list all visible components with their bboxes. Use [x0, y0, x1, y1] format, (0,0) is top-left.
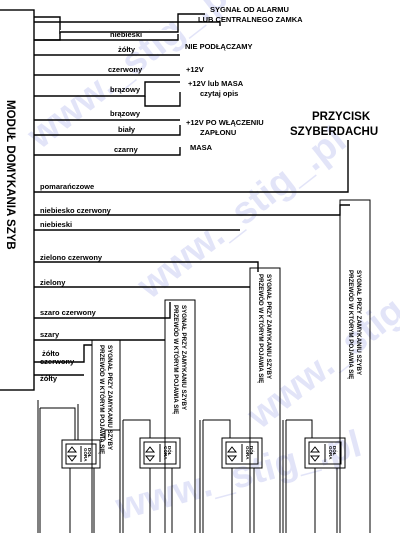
sunroof-button-label: PRZYCISK SZYBERDACHU — [290, 111, 378, 138]
svg-text:GÓRA: GÓRA — [245, 446, 252, 460]
switch-channel-1: PRZEWÓD W KTÓRYM POJAWIA SIĘ SYGNAŁ PRZY… — [37, 339, 121, 533]
svg-text:SYGNAŁ PRZY ZAMYKANIU SZYBY: SYGNAŁ PRZY ZAMYKANIU SZYBY — [106, 345, 113, 451]
wire-label-brazowy-1: brązowy — [110, 85, 141, 94]
window-switch-4 — [304, 437, 346, 469]
switch-channel-3: PRZEWÓD W KTÓRYM POJAWIA SIĘ SYGNAŁ PRZY… — [199, 267, 281, 533]
note-plus12: +12V — [186, 65, 204, 74]
svg-text:PRZEWÓD W KTÓRYM POJAWIA SIĘ: PRZEWÓD W KTÓRYM POJAWIA SIĘ — [347, 270, 355, 379]
switch-channel-4: PRZEWÓD W KTÓRYM POJAWIA SIĘ SYGNAŁ PRZY… — [282, 199, 371, 533]
wire-label-zolto: żółto — [42, 349, 60, 358]
wire-label-szaro-czerwony: szaro czerwony — [40, 308, 97, 317]
svg-text:GÓRA: GÓRA — [163, 446, 170, 460]
wire-label-niebieski-2: niebieski — [40, 220, 72, 229]
svg-text:PRZEWÓD W KTÓRYM POJAWIA SIĘ: PRZEWÓD W KTÓRYM POJAWIA SIĘ — [98, 345, 106, 454]
note-not-connected: NIE PODŁĄCZAMY — [185, 42, 253, 51]
wire-label-czerwony: czerwony — [108, 65, 143, 74]
svg-text:SYGNAŁ PRZY ZAMYKANIU SZYBY: SYGNAŁ PRZY ZAMYKANIU SZYBY — [180, 305, 187, 411]
svg-text:DÓŁ: DÓŁ — [332, 446, 339, 456]
window-switch-2 — [139, 437, 181, 469]
switch-channel-2: PRZEWÓD W KTÓRYM POJAWIA SIĘ SYGNAŁ PRZY… — [119, 299, 196, 533]
wire-label-zolty: żółty — [118, 45, 136, 54]
window-switch-3 — [221, 437, 263, 469]
top-wires — [34, 13, 221, 156]
note-ignition-1: +12V PO WŁĄCZENIU — [186, 118, 264, 127]
svg-text:DÓŁ: DÓŁ — [167, 446, 174, 456]
svg-text:www._stig_.pl: www._stig_.pl — [129, 119, 354, 308]
module-title: MODUŁ DOMYKANIA SZYB — [4, 100, 16, 250]
note-ground: MASA — [190, 143, 213, 152]
svg-text:PRZEWÓD W KTÓRYM POJAWIA SIĘ: PRZEWÓD W KTÓRYM POJAWIA SIĘ — [172, 305, 180, 414]
wire-label-czarny: czarny — [114, 145, 139, 154]
button-line2: SZYBERDACHU — [290, 126, 378, 138]
wire-label-pomaranczowe: pomarańczowe — [40, 182, 94, 191]
note-masa-1: +12V lub MASA — [188, 79, 244, 88]
window-switch-1 — [61, 439, 101, 469]
note-masa-2: czytaj opis — [200, 89, 238, 98]
svg-text:PRZEWÓD W KTÓRYM POJAWIA SIĘ: PRZEWÓD W KTÓRYM POJAWIA SIĘ — [257, 274, 265, 383]
wire-label-zielono-czerwony: zielono czerwony — [40, 253, 103, 262]
svg-text:www._stig_.pl: www._stig_.pl — [110, 423, 365, 529]
button-line1: PRZYCISK — [312, 111, 371, 123]
wire-label-bialy: biały — [118, 125, 136, 134]
module-box: MODUŁ DOMYKANIA SZYB — [0, 9, 35, 391]
note-alarm-1: SYGNAŁ OD ALARMU — [210, 5, 289, 14]
svg-text:GÓRA: GÓRA — [328, 446, 335, 460]
note-ignition-2: ZAPŁONU — [200, 128, 236, 137]
wire-label-niebieski: niebieski — [110, 30, 142, 39]
svg-text:SYGNAŁ PRZY ZAMYKANIU SZYBY: SYGNAŁ PRZY ZAMYKANIU SZYBY — [355, 270, 362, 376]
svg-text:DÓŁ: DÓŁ — [249, 446, 256, 456]
wire-label-zielony: zielony — [40, 278, 66, 287]
note-alarm-2: LUB CENTRALNEGO ZAMKA — [198, 15, 303, 24]
wire-notes: SYGNAŁ OD ALARMU LUB CENTRALNEGO ZAMKA N… — [185, 5, 303, 152]
svg-text:SYGNAŁ PRZY ZAMYKANIU SZYBY: SYGNAŁ PRZY ZAMYKANIU SZYBY — [265, 274, 272, 380]
top-wire-labels: niebieski żółty czerwony brązowy brązowy… — [108, 30, 143, 154]
wire-label-brazowy-2: brązowy — [110, 109, 141, 118]
wire-label-szary: szary — [40, 330, 60, 339]
svg-text:DÓŁ: DÓŁ — [87, 448, 94, 458]
wire-label-zolto-czerwony: czerwony — [40, 357, 75, 366]
wire-label-niebiesko-czerwony: niebiesko czerwony — [40, 206, 112, 215]
lower-wire-labels: pomarańczowe niebiesko czerwony niebiesk… — [40, 182, 112, 383]
wire-label-zolty-2: żółty — [40, 374, 58, 383]
svg-text:GÓRA: GÓRA — [83, 448, 90, 462]
